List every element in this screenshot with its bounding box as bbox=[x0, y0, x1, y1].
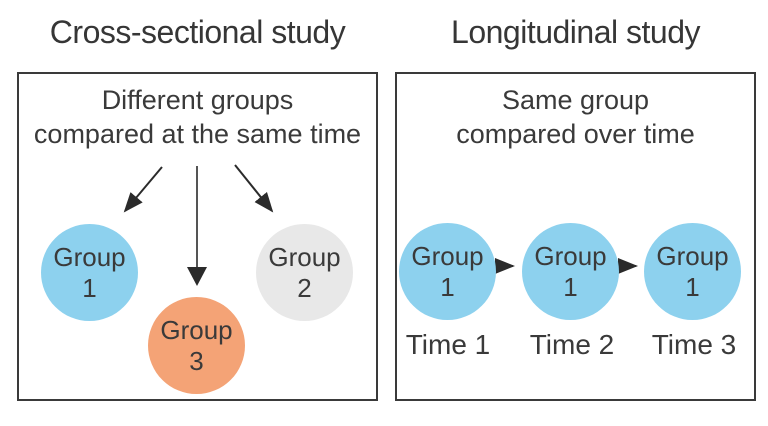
group-label: Group bbox=[53, 241, 126, 272]
group-1-circle: Group 1 bbox=[41, 224, 138, 321]
group-1-time-1-circle: Group 1 bbox=[399, 223, 496, 320]
group-label: Group bbox=[411, 240, 484, 271]
group-1-time-2-circle: Group 1 bbox=[522, 223, 619, 320]
longitudinal-description: Same group compared over time bbox=[397, 83, 754, 151]
group-number: 2 bbox=[297, 272, 312, 303]
group-2-circle: Group 2 bbox=[256, 224, 353, 321]
cross-sectional-description: Different groups compared at the same ti… bbox=[19, 83, 376, 151]
time-1-label: Time 1 bbox=[405, 329, 491, 360]
cross-sectional-title: Cross-sectional study bbox=[49, 14, 346, 50]
longitudinal-title: Longitudinal study bbox=[451, 14, 700, 50]
group-1-time-3-circle: Group 1 bbox=[644, 223, 741, 320]
group-3-circle: Group 3 bbox=[148, 297, 245, 394]
group-label: Group bbox=[534, 240, 607, 271]
description-line-2: compared at the same time bbox=[33, 119, 362, 149]
group-label: Group bbox=[268, 241, 341, 272]
cross-sectional-box: Different groups compared at the same ti… bbox=[17, 72, 378, 401]
group-number: 1 bbox=[685, 271, 700, 302]
description-line-2: compared over time bbox=[456, 119, 695, 149]
description-line-1: Different groups bbox=[101, 85, 294, 115]
group-number: 1 bbox=[440, 271, 455, 302]
group-number: 1 bbox=[82, 272, 97, 303]
time-3-label: Time 3 bbox=[651, 329, 737, 360]
group-number: 3 bbox=[189, 345, 204, 376]
group-number: 1 bbox=[563, 271, 578, 302]
longitudinal-box: Same group compared over time Group 1 Gr… bbox=[395, 72, 756, 401]
group-label: Group bbox=[160, 314, 233, 345]
time-2-label: Time 2 bbox=[529, 329, 615, 360]
group-label: Group bbox=[656, 240, 729, 271]
description-line-1: Same group bbox=[501, 85, 650, 115]
